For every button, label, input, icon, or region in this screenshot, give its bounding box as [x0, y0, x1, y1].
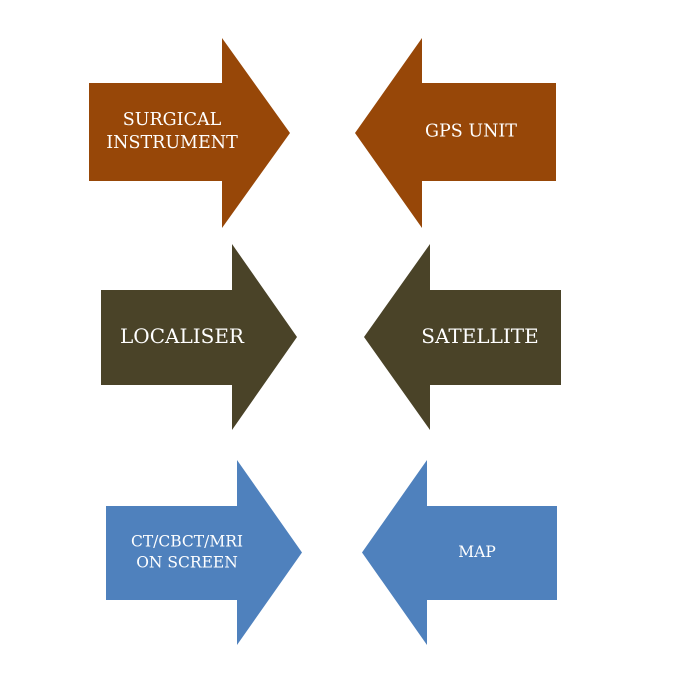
arrow-ct-cbct-mri: CT/CBCT/MRI ON SCREEN — [106, 460, 302, 645]
arrow-gps-unit: GPS UNIT — [355, 38, 556, 228]
arrow-label-localiser: LOCALISER — [120, 324, 245, 348]
arrow-map: MAP — [362, 460, 557, 645]
arrow-label-satellite: SATELLITE — [421, 324, 538, 348]
arrow-shape-right — [106, 460, 302, 645]
arrow-label-ct-cbct-mri: ON SCREEN — [136, 554, 238, 572]
arrow-shape-left — [362, 460, 557, 645]
arrow-satellite: SATELLITE — [364, 244, 561, 430]
arrow-shape-left — [364, 244, 561, 430]
arrow-label-surgical-instrument: SURGICAL — [123, 110, 222, 130]
arrow-label-gps-unit: GPS UNIT — [425, 122, 517, 142]
arrow-shape-left — [355, 38, 556, 228]
arrow-label-surgical-instrument: INSTRUMENT — [106, 133, 238, 153]
arrow-label-map: MAP — [458, 543, 496, 561]
arrow-surgical-instrument: SURGICAL INSTRUMENT — [89, 38, 290, 228]
arrow-localiser: LOCALISER — [101, 244, 297, 430]
arrow-shape-right — [101, 244, 297, 430]
arrow-shape-right — [89, 38, 290, 228]
arrow-label-ct-cbct-mri: CT/CBCT/MRI — [131, 533, 243, 551]
